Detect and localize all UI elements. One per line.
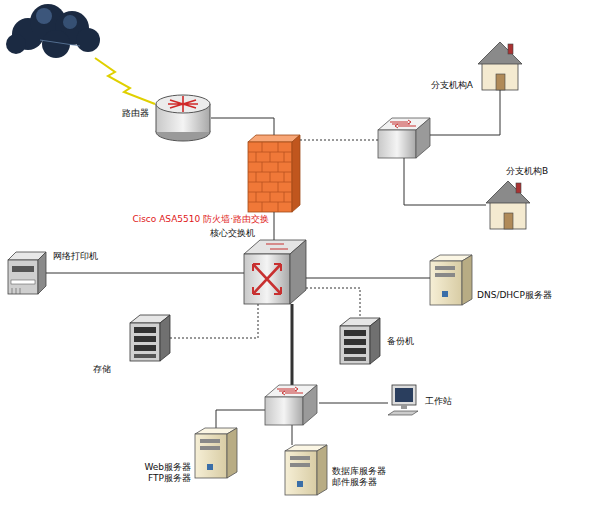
device-label: 分支机构B [505, 166, 549, 177]
device-label: 数据库服务器 邮件服务器 [331, 466, 397, 488]
device-label: 网络打印机 [52, 251, 99, 262]
network-device: 核心交换机 [244, 240, 306, 304]
network-link [274, 212, 275, 240]
wan-link [95, 58, 155, 104]
network-device: 数据库服务器 邮件服务器 [285, 445, 327, 495]
branch-switch-icon [378, 118, 430, 158]
layout-wires [216, 90, 500, 445]
device-name: 网络打印机 [52, 251, 99, 262]
network-link [46, 273, 244, 274]
house-icon [486, 181, 530, 229]
device-name: 分支机构B [505, 166, 549, 177]
db-server-icon [285, 445, 327, 495]
device-label: 工作站 [424, 396, 453, 407]
device-name: 分支机构A [430, 80, 474, 91]
network-link [306, 288, 360, 318]
device-label: Cisco ASA5510 防火墙·路由交换 [131, 214, 270, 225]
device-label: 分支机构A [430, 80, 474, 91]
device-label: DNS/DHCP服务器 [476, 290, 553, 301]
house-icon [478, 42, 522, 90]
backup-cabinet-icon [340, 318, 380, 364]
workstation-icon [388, 385, 418, 415]
printer-icon [8, 252, 46, 294]
device-label: 路由器 [121, 108, 150, 119]
web-server-icon [195, 428, 237, 478]
network-device: 存储 [130, 315, 170, 361]
device-name: 工作站 [424, 396, 453, 407]
dns-server-icon [430, 255, 472, 305]
network-device: 分支机构B [486, 179, 530, 229]
device-name: 备份机 [386, 336, 415, 347]
device-label: Web服务器 FTP服务器 [134, 462, 192, 484]
network-device: 工作站 [388, 385, 418, 415]
network-device: DNS/DHCP服务器 [430, 255, 472, 305]
router-icon [156, 95, 210, 141]
network-link [211, 118, 274, 135]
network-device: 路由器 [155, 95, 211, 141]
storage-cabinet-icon [130, 315, 170, 361]
device-name: Cisco ASA5510 防火墙·路由交换 [131, 214, 270, 225]
core-switch-icon [244, 240, 306, 304]
device-name: Web服务器 FTP服务器 [134, 462, 192, 484]
device-label: 核心交换机 [209, 228, 256, 239]
network-link [306, 278, 430, 279]
device-label: 存储 [92, 364, 112, 375]
device-name: 路由器 [121, 108, 150, 119]
network-link [170, 304, 258, 338]
network-device: 备份机 [340, 318, 380, 364]
network-device: 网络打印机 [8, 252, 46, 294]
network-device: 分支机构A [478, 40, 522, 90]
internet-cloud [6, 4, 100, 58]
device-name: 核心交换机 [209, 228, 256, 239]
network-device: Web服务器 FTP服务器 [195, 428, 237, 478]
firewall-icon [248, 135, 300, 212]
device-name: DNS/DHCP服务器 [476, 290, 553, 301]
network-device: Cisco ASA5510 防火墙·路由交换 [248, 135, 300, 212]
access-switch-icon [265, 385, 317, 425]
device-name: 存储 [92, 364, 112, 375]
device-label: 备份机 [386, 336, 415, 347]
device-name: 数据库服务器 邮件服务器 [331, 466, 397, 488]
